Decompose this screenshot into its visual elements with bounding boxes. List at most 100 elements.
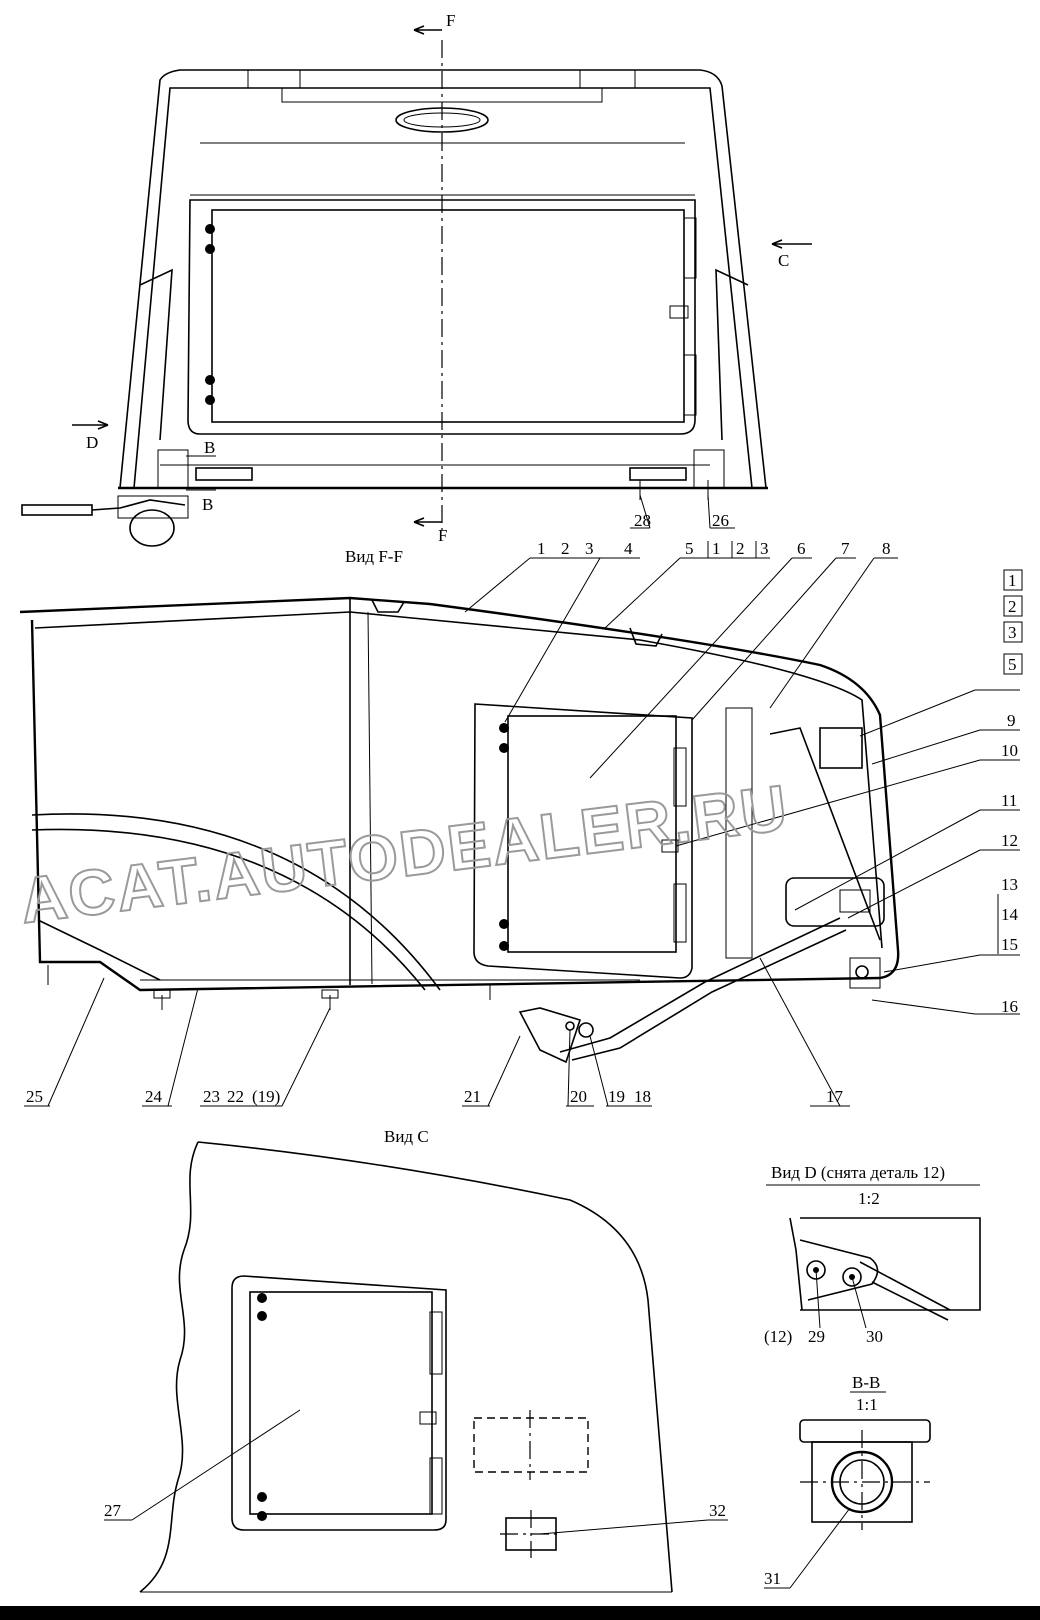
- step-line: [37, 919, 161, 981]
- callout-15: 15: [1001, 935, 1018, 954]
- hinge-bottom: [683, 354, 697, 416]
- callout-25: 25: [26, 1087, 43, 1106]
- view-title-ff: Вид F-F: [345, 547, 403, 566]
- roof-channel-1: [371, 599, 405, 613]
- cab-inner-outline: [133, 87, 753, 489]
- door-arc-outer: [31, 813, 441, 991]
- hinge-top: [683, 217, 697, 279]
- latch: [669, 305, 689, 319]
- gas-spring-rod: [559, 917, 841, 1053]
- callout-23: 23: [203, 1087, 220, 1106]
- view-d-strut: [859, 1261, 951, 1321]
- callout-32: 32: [709, 1501, 726, 1520]
- callout-16: 16: [1001, 997, 1018, 1016]
- cab-side-outline: [19, 596, 900, 992]
- view-d-edge: [789, 1217, 803, 1311]
- side-hinge-bottom: [673, 883, 687, 943]
- callout-19: 19: [608, 1087, 625, 1106]
- view-c-outline: [197, 1141, 673, 1593]
- callout-30: 30: [866, 1327, 883, 1346]
- callout-4: 4: [624, 539, 633, 558]
- callout-5: 5: [685, 539, 694, 558]
- gas-spring-body: [571, 929, 847, 1061]
- callout-18: 18: [634, 1087, 651, 1106]
- callout-29: 29: [808, 1327, 825, 1346]
- stack-2: 2: [1008, 597, 1017, 616]
- view-scale-bb: 1:1: [856, 1395, 878, 1414]
- callout-8: 8: [882, 539, 891, 558]
- front-view: F F C D B B 28 26: [21, 11, 812, 547]
- callout-2-box: 2: [736, 539, 745, 558]
- view-letter-c: C: [778, 251, 789, 270]
- callout-19-ref: (19): [252, 1087, 280, 1106]
- lock-plate: [785, 877, 885, 927]
- callout-1: 1: [537, 539, 546, 558]
- callout-26: 26: [712, 511, 729, 530]
- callout-2: 2: [561, 539, 570, 558]
- section-view-ff: Вид F-F: [19, 539, 1023, 1107]
- mirror-handle: [21, 504, 93, 516]
- view-title-bb: B-B: [852, 1373, 880, 1392]
- rear-window-glass: [211, 209, 685, 423]
- callout-28: 28: [634, 511, 651, 530]
- rear-column: [725, 707, 753, 959]
- callout-27: 27: [104, 1501, 122, 1520]
- top-hinge-bracket: [819, 727, 863, 769]
- left-mount: [157, 449, 189, 489]
- mount-bracket-l: [195, 467, 253, 481]
- stack-3: 3: [1008, 623, 1017, 642]
- callout-20: 20: [570, 1087, 587, 1106]
- callout-22: 22: [227, 1087, 244, 1106]
- callout-1-box: 1: [712, 539, 721, 558]
- stack-1: 1: [1008, 571, 1017, 590]
- callout-6: 6: [797, 539, 806, 558]
- callout-17: 17: [826, 1087, 844, 1106]
- ff-leaders: [24, 557, 1020, 1107]
- view-c-window-frame: [231, 1275, 447, 1531]
- callout-31: 31: [764, 1569, 781, 1588]
- callout-7: 7: [841, 539, 850, 558]
- callout-10: 10: [1001, 741, 1018, 760]
- roof-inner: [34, 611, 883, 949]
- callout-14: 14: [1001, 905, 1019, 924]
- view-d-frame: [800, 1217, 981, 1311]
- inner-brace: [769, 727, 881, 941]
- side-window-frame: [473, 703, 693, 979]
- break-line: [139, 1141, 199, 1593]
- view-letter-d: D: [86, 433, 98, 452]
- roof-seams: [247, 70, 636, 88]
- left-pillar: [139, 268, 173, 441]
- right-mount: [693, 449, 725, 489]
- section-arrow-top: [413, 25, 442, 35]
- view-c-window-glass: [249, 1291, 433, 1515]
- bottom-hinge: [849, 957, 881, 989]
- callout-12: 12: [1001, 831, 1018, 850]
- view-title-c: Вид C: [384, 1127, 429, 1146]
- cab-outline: [119, 69, 767, 489]
- side-hinge-top: [673, 747, 687, 807]
- stack-5: 5: [1008, 655, 1017, 674]
- cut-letter-b-top: B: [204, 438, 215, 457]
- mirror-head: [129, 509, 175, 547]
- view-title-d: Вид D (снята деталь 12): [771, 1163, 945, 1182]
- view-d-bracket: [799, 1239, 879, 1301]
- bb-flange: [799, 1419, 931, 1443]
- callout-9: 9: [1007, 711, 1016, 730]
- mirror-bracket: [117, 495, 189, 519]
- view-scale-d: 1:2: [858, 1189, 880, 1208]
- callout-21: 21: [464, 1087, 481, 1106]
- lower-bracket: [518, 1007, 582, 1064]
- rear-window-frame: [187, 199, 696, 435]
- bottom-bar: [0, 1606, 1040, 1620]
- callout-12-ref: (12): [764, 1327, 792, 1346]
- callout-13: 13: [1001, 875, 1018, 894]
- roof-channel-2: [629, 627, 663, 647]
- side-window-glass: [507, 715, 677, 953]
- view-d: Вид D (снята деталь 12) 1:2 (12) 29 30: [764, 1163, 981, 1346]
- view-arrow-c: [771, 239, 812, 249]
- callout-3-box: 3: [760, 539, 769, 558]
- callout-3: 3: [585, 539, 594, 558]
- lock-block: [839, 889, 871, 913]
